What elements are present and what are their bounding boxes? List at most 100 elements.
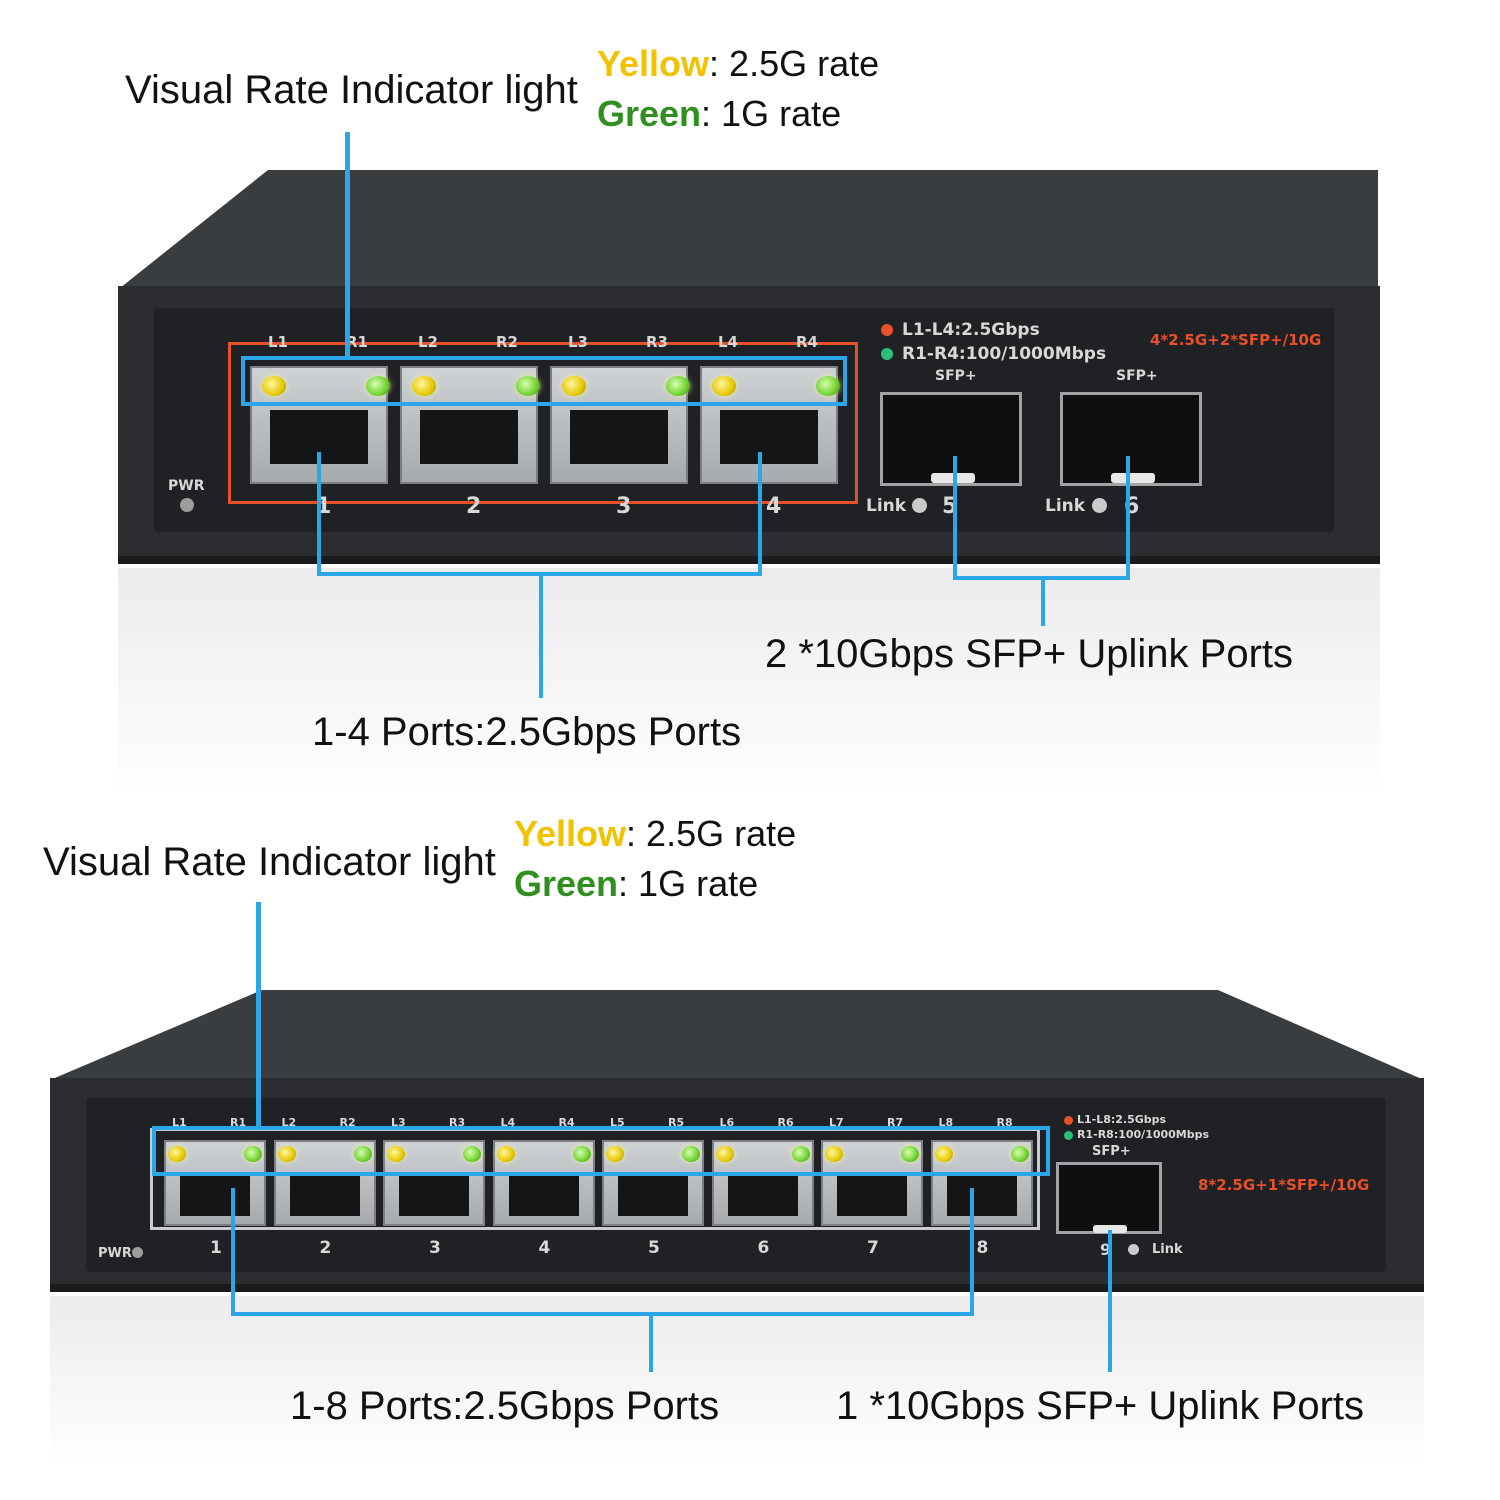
bottom-device-legend-r: R1-R8:100/1000Mbps: [1077, 1128, 1210, 1141]
bottom-led-green-4: [572, 1146, 591, 1162]
top-led-label-L3: L3: [568, 333, 588, 351]
top-rj45-socket-4: [720, 410, 818, 464]
bottom-led-label-L8: L8: [938, 1116, 954, 1129]
bottom-rj45-socket-3: [399, 1176, 469, 1216]
bottom-led-label-L5: L5: [610, 1116, 625, 1129]
bottom-port-number-3: 3: [429, 1238, 441, 1258]
bottom-led-label-L4: L4: [500, 1116, 516, 1129]
bottom-rj45-socket-1: [180, 1176, 250, 1216]
bottom-rj45-socket-7: [837, 1176, 907, 1216]
top-device-legend-r: R1-R4:100/1000Mbps: [902, 344, 1107, 364]
bottom-sfp-label: SFP+: [1092, 1144, 1131, 1159]
top-led-label-R3: R3: [646, 333, 668, 351]
bottom-link-label: Link: [1152, 1242, 1183, 1257]
bottom-port-number-6: 6: [757, 1238, 770, 1258]
top-led-label-R2: R2: [496, 333, 518, 351]
bottom-legend-dot-orange: [1064, 1116, 1073, 1125]
bottom-led-yellow-1: [168, 1146, 186, 1162]
bottom-led-label-R1: R1: [230, 1116, 247, 1129]
bottom-port-number-1: 1: [210, 1238, 222, 1258]
bottom-led-green-1: [244, 1146, 262, 1162]
top-legend-yellow-word: Yellow: [597, 43, 710, 84]
bottom-pwr-label: PWR: [98, 1246, 132, 1261]
top-sfp-label-1: SFP+: [935, 368, 977, 384]
top-led-label-L1: L1: [268, 333, 288, 351]
top-led-label-R1: R1: [346, 333, 368, 351]
top-legend-yellow-rest: : 2.5G rate: [709, 43, 880, 84]
top-legend-dot-orange: [881, 324, 893, 336]
bottom-led-green-3: [463, 1146, 481, 1162]
bottom-legend-yellow-word: Yellow: [514, 813, 627, 854]
top-uplink-line-right: [1126, 456, 1130, 580]
top-ports-line-left: [317, 452, 321, 576]
top-pwr-led: [180, 498, 194, 512]
bottom-led-label-R2: R2: [339, 1116, 356, 1129]
bottom-sfp-port-9: [1056, 1162, 1162, 1234]
bottom-led-green-5: [682, 1146, 700, 1162]
top-pwr-label: PWR: [168, 478, 205, 494]
top-device-legend-l: L1-L4:2.5Gbps: [902, 320, 1040, 340]
top-legend-yellow: Yellow: 2.5G rate: [597, 42, 879, 85]
bottom-rj45-socket-6: [727, 1176, 798, 1216]
bottom-indicator-box: [152, 1126, 1050, 1176]
bottom-indicator-line: [256, 902, 261, 1128]
bottom-device-legend-l: L1-L8:2.5Gbps: [1077, 1113, 1167, 1126]
bottom-led-green-8: [1010, 1146, 1029, 1162]
bottom-uplink-line: [1108, 1230, 1112, 1372]
bottom-port-number-7: 7: [867, 1238, 879, 1258]
bottom-ports-label: 1-8 Ports:2.5Gbps Ports: [290, 1384, 720, 1428]
bottom-rj45-socket-4: [508, 1176, 579, 1216]
bottom-port-number-2: 2: [319, 1238, 332, 1258]
bottom-led-yellow-6: [715, 1146, 734, 1162]
top-link-led-2: [1092, 498, 1107, 513]
top-indicator-box: [241, 356, 847, 406]
bottom-led-label-R5: R5: [668, 1116, 685, 1129]
bottom-led-yellow-3: [387, 1146, 405, 1162]
top-led-yellow-3: [562, 376, 586, 396]
top-indicator-label: Visual Rate Indicator light: [125, 68, 578, 112]
top-led-yellow-1: [262, 376, 286, 396]
bottom-led-yellow-8: [934, 1146, 953, 1162]
top-port-number-2: 2: [466, 494, 482, 519]
top-model-label: 4*2.5G+2*SFP+/10G: [1150, 331, 1322, 349]
bottom-led-label-L2: L2: [281, 1116, 297, 1129]
bottom-port-number-4: 4: [538, 1238, 551, 1258]
top-reflection: [118, 568, 1380, 798]
bottom-legend-yellow: Yellow: 2.5G rate: [514, 812, 796, 855]
bottom-led-yellow-5: [606, 1146, 624, 1162]
bottom-uplink-label: 1 *10Gbps SFP+ Uplink Ports: [836, 1384, 1365, 1428]
top-port-number-4: 4: [766, 494, 782, 519]
top-link-label-2: Link: [1045, 496, 1086, 516]
top-sfp-label-2: SFP+: [1116, 368, 1158, 384]
bottom-led-label-L1: L1: [172, 1116, 187, 1129]
bottom-rj45-socket-2: [289, 1176, 360, 1216]
top-led-label-L2: L2: [418, 333, 438, 351]
bottom-led-yellow-2: [277, 1146, 296, 1162]
bottom-led-label-L7: L7: [829, 1116, 844, 1129]
top-legend-green-word: Green: [597, 93, 702, 134]
top-legend-green: Green: 1G rate: [597, 92, 841, 135]
top-uplink-line-down: [1041, 578, 1045, 626]
top-link-led-1: [912, 498, 927, 513]
bottom-legend-green: Green: 1G rate: [514, 862, 758, 905]
top-led-green-1: [366, 376, 390, 396]
bottom-led-label-R6: R6: [777, 1116, 794, 1129]
bottom-port-number-5: 5: [648, 1238, 660, 1258]
bottom-rj45-socket-8: [946, 1176, 1017, 1216]
top-ports-label: 1-4 Ports:2.5Gbps Ports: [312, 710, 742, 754]
top-legend-dot-green: [881, 348, 893, 360]
top-led-label-L4: L4: [718, 333, 738, 351]
top-uplink-line-left: [953, 456, 957, 580]
top-led-yellow-4: [712, 376, 736, 396]
top-led-green-3: [666, 376, 690, 396]
bottom-indicator-label: Visual Rate Indicator light: [43, 840, 496, 884]
bottom-legend-yellow-rest: : 2.5G rate: [626, 813, 797, 854]
bottom-ports-line-bottom: [231, 1312, 974, 1316]
top-rj45-port-2: [400, 366, 538, 484]
bottom-ports-line-left: [231, 1188, 235, 1316]
bottom-model-label: 8*2.5G+1*SFP+/10G: [1198, 1176, 1370, 1194]
bottom-led-label-R4: R4: [558, 1116, 575, 1129]
top-port-bracket: [228, 342, 858, 504]
bottom-led-green-6: [791, 1146, 810, 1162]
